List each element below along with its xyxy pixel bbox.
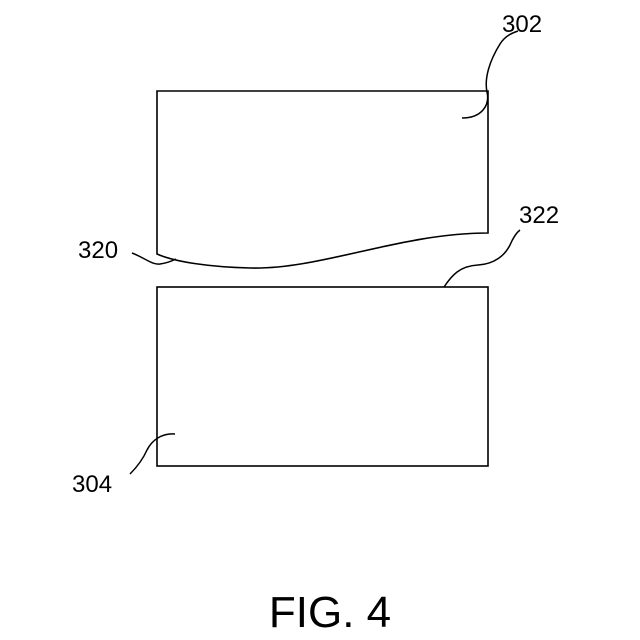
label-320: 320 [78,237,118,264]
leader-line-322 [444,230,520,287]
label-322: 322 [519,202,559,229]
lower-panel-304 [157,287,488,466]
leader-line-304 [130,434,175,474]
upper-panel-302 [157,91,488,268]
label-304: 304 [72,471,112,498]
figure-caption: FIG. 4 [269,588,391,637]
leader-line-302 [462,31,518,118]
label-302: 302 [502,11,542,38]
